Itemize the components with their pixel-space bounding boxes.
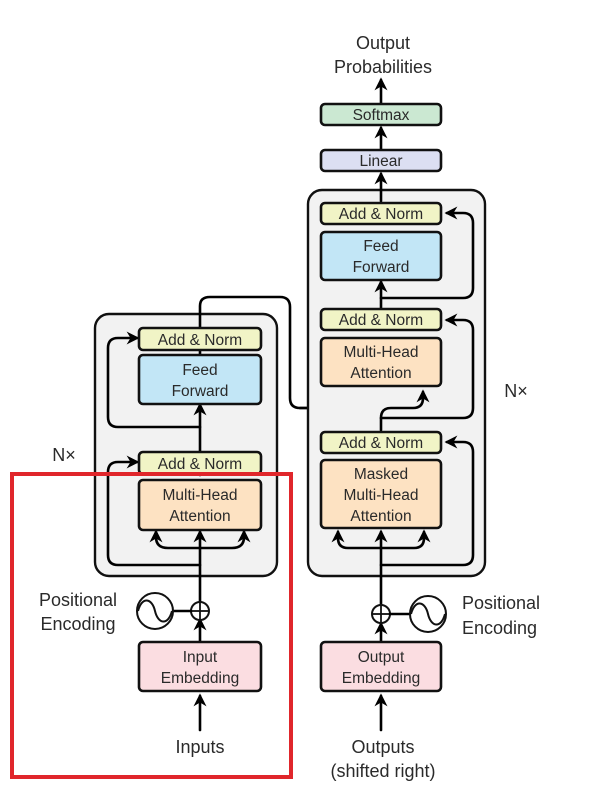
decoder-masked-v-arrow	[379, 529, 431, 550]
encoder-multi-head-attention	[137, 478, 263, 532]
encoder-pe-label-1: Positional	[39, 590, 117, 610]
decoder-feed-forward	[319, 230, 443, 282]
decoder-ff-label-2: Forward	[353, 259, 410, 276]
decoder-sine-curve	[410, 602, 446, 626]
decoder-query-arrow	[379, 389, 430, 432]
decoder-pe-label-1: Positional	[462, 593, 540, 613]
encoder-repeat-label: N×	[52, 445, 76, 465]
decoder-ff-label-1: Feed	[363, 238, 398, 255]
output-probabilities-label-2: Probabilities	[334, 57, 432, 77]
linear-box	[319, 148, 443, 173]
encoder-attn-v-arrow	[198, 529, 251, 550]
encoder-sine-curve	[137, 599, 173, 623]
encoder-stack	[93, 312, 279, 578]
encoder-ff-label-2: Forward	[172, 383, 229, 400]
decoder-pe-label-2: Encoding	[462, 618, 537, 638]
decoder-masked-label-2: Multi-Head	[344, 487, 419, 504]
decoder-add-norm-bottom	[319, 430, 443, 455]
decoder-repeat-label: N×	[504, 381, 528, 401]
decoder-residual-2	[379, 313, 475, 420]
decoder-add-norm-bottom-label: Add & Norm	[339, 435, 423, 452]
encoder-attn-k-arrow	[149, 529, 202, 550]
outputs-label-2: (shifted right)	[330, 761, 435, 781]
encoder-add-norm-top	[137, 326, 263, 352]
encoder-feed-forward	[137, 353, 263, 406]
decoder-add-norm-mid-label: Add & Norm	[339, 312, 423, 329]
encoder-add-norm-top-label: Add & Norm	[158, 332, 242, 349]
softmax-box	[319, 102, 443, 127]
decoder-add-norm-mid	[319, 307, 443, 332]
softmax-label: Softmax	[353, 107, 410, 124]
encoder-add-norm-bottom-label: Add & Norm	[158, 456, 242, 473]
decoder-residual-3	[379, 206, 475, 300]
decoder-masked-k-arrow	[331, 529, 383, 550]
input-embedding-label-1: Input	[183, 649, 218, 666]
encoder-residual-1	[106, 455, 202, 567]
decoder-masked-attention	[319, 458, 443, 530]
decoder-cross-attention	[319, 336, 443, 388]
encoder-residual-2	[106, 331, 202, 429]
output-embedding-label-1: Output	[358, 649, 405, 666]
decoder-residual-1	[379, 435, 475, 567]
decoder-cross-attn-label-1: Multi-Head	[344, 344, 419, 361]
output-embedding-label-2: Embedding	[342, 670, 420, 687]
encoder-attn-label-1: Multi-Head	[163, 487, 238, 504]
highlight-box	[10, 472, 293, 779]
encoder-pe-label-2: Encoding	[40, 614, 115, 634]
decoder-cross-attn-label-2: Attention	[350, 365, 411, 382]
encoder-attn-label-2: Attention	[169, 508, 230, 525]
outputs-label-1: Outputs	[351, 737, 414, 757]
output-probabilities-label-1: Output	[356, 33, 410, 53]
decoder-add-norm-top	[319, 201, 443, 226]
decoder-add-norm-top-label: Add & Norm	[339, 206, 423, 223]
linear-label: Linear	[359, 153, 402, 170]
output-embedding	[319, 640, 443, 693]
decoder-masked-label-3: Attention	[350, 508, 411, 525]
inputs-label: Inputs	[175, 737, 224, 757]
encoder-ff-label-1: Feed	[182, 362, 217, 379]
input-embedding	[137, 640, 263, 693]
decoder-masked-label-1: Masked	[354, 466, 408, 483]
input-embedding-label-2: Embedding	[161, 670, 239, 687]
